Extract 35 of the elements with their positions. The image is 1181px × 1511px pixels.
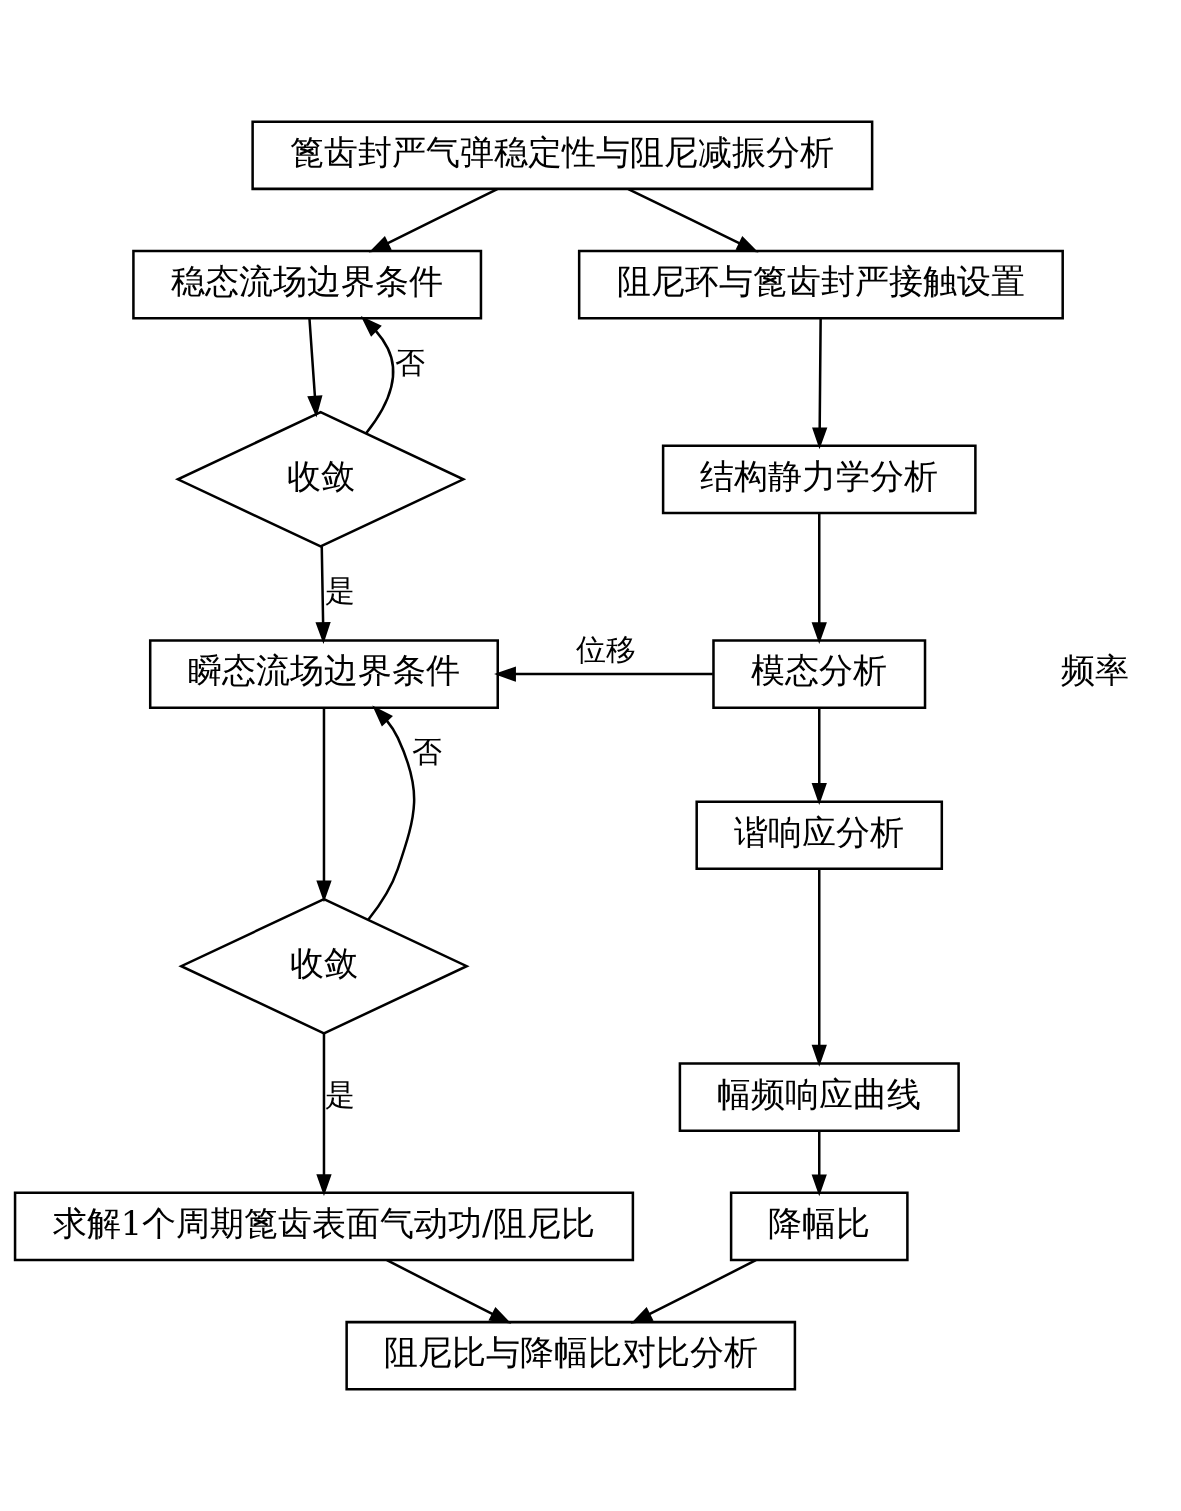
edge-label: 否 [395,344,426,380]
node-diamond: 收敛 [178,897,470,1035]
arrow [494,666,713,682]
arrow [811,707,827,805]
edge-label: 是 [324,1076,355,1112]
arrow [627,187,759,253]
edge-label: 否 [412,734,443,770]
node-box: 求解1个周期篦齿表面气动功/阻尼比 [13,1191,635,1262]
arrow [811,869,827,1067]
node-box: 模态分析 [712,639,927,709]
node-box: 阻尼环与篦齿封严接触设置 [577,249,1064,320]
node-box: 谐响应分析 [695,800,944,871]
arrow [360,316,395,434]
arrow [630,1259,757,1324]
edge-label: 是 [324,572,355,608]
arrow [811,513,827,645]
arrow [316,707,332,903]
node-box: 降幅比 [729,1191,909,1262]
node-box: 瞬态流场边界条件 [148,639,499,709]
node-box: 结构静力学分析 [661,444,977,515]
arrow [812,318,828,450]
edge-label: 位移 [575,631,636,667]
arrow [368,187,498,253]
node-box: 稳态流场边界条件 [132,249,483,320]
arrow [811,1131,827,1197]
node-box: 阻尼比与降幅比对比分析 [345,1320,797,1391]
arrow [315,546,331,644]
arrow [367,705,416,921]
node-box: 幅频响应曲线 [678,1062,960,1132]
arrow [316,1033,332,1197]
label: 频率 [1060,651,1129,691]
arrow [386,1259,512,1324]
node-box: 篦齿封严气弹稳定性与阻尼减振分析 [251,120,874,191]
arrow [307,318,323,418]
node-diamond: 收敛 [174,410,467,548]
